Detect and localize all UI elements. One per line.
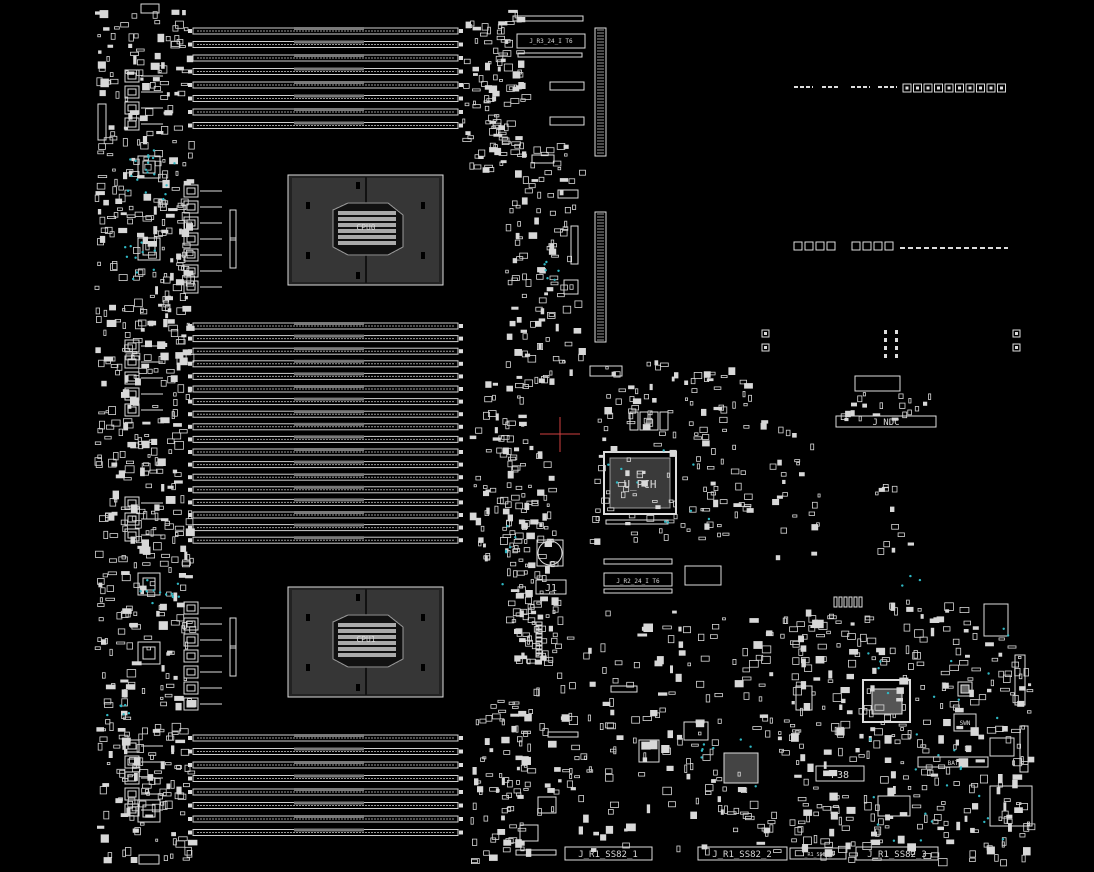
label-swn: SWN: [960, 720, 971, 727]
ss82-connector-1[interactable]: [564, 846, 653, 861]
header-pins-mid-right: [793, 241, 1008, 251]
label-j-r3: J_R3_24_I T6: [529, 38, 573, 45]
header-pins-upper-right: [794, 83, 1006, 93]
label-j1: J1: [545, 583, 557, 594]
cpu-socket-0[interactable]: [287, 174, 444, 286]
pcie-slot-right-upper[interactable]: [594, 27, 607, 157]
battery-holder[interactable]: [917, 756, 989, 768]
p38-connector[interactable]: [815, 765, 865, 782]
label-bat: BAT: [948, 760, 959, 767]
label-u-pch: U_PCH: [623, 478, 656, 491]
label-p38: P38: [831, 770, 849, 781]
crosshair-cursor: [540, 417, 580, 452]
label-j-r2: J_R2_24_I T6: [616, 578, 660, 585]
chip-small-square[interactable]: [957, 681, 973, 697]
riser-j-r3[interactable]: [512, 15, 586, 58]
ndc-connector[interactable]: [835, 375, 937, 428]
swn-chip[interactable]: [953, 713, 977, 732]
label-j-ndc: J_NDC: [872, 418, 899, 428]
cpu-socket-1[interactable]: [287, 586, 444, 698]
dimm-bank-middle: [188, 322, 463, 544]
board-labels: J_R3_24_I T6 J_R2_24_I T6 U_PCH J_NDC J1…: [356, 38, 970, 860]
label-ss82-small: J_R1_SS82_1: [801, 852, 834, 858]
dimm-bank-cpu1-lower: [188, 734, 463, 836]
ss82-connector-2[interactable]: [697, 846, 788, 861]
ss82-connector-small[interactable]: [789, 847, 847, 860]
label-cpu1: CPU1: [356, 635, 375, 644]
label-ss82-1: J_R1_SS82_1: [578, 850, 638, 860]
riser-j-r2[interactable]: [603, 558, 722, 594]
label-ss82-2: J_R1_SS82_2: [712, 850, 772, 860]
pcie-slot-right-lower[interactable]: [594, 211, 607, 343]
chip-lower-mid[interactable]: [723, 752, 759, 784]
label-cpu0: CPU0: [356, 223, 375, 232]
dimm-bank-cpu0-upper: [188, 27, 463, 129]
ss82-connector-3[interactable]: [855, 846, 939, 861]
label-ss82-3: J_R1_SS82_3: [867, 850, 927, 860]
